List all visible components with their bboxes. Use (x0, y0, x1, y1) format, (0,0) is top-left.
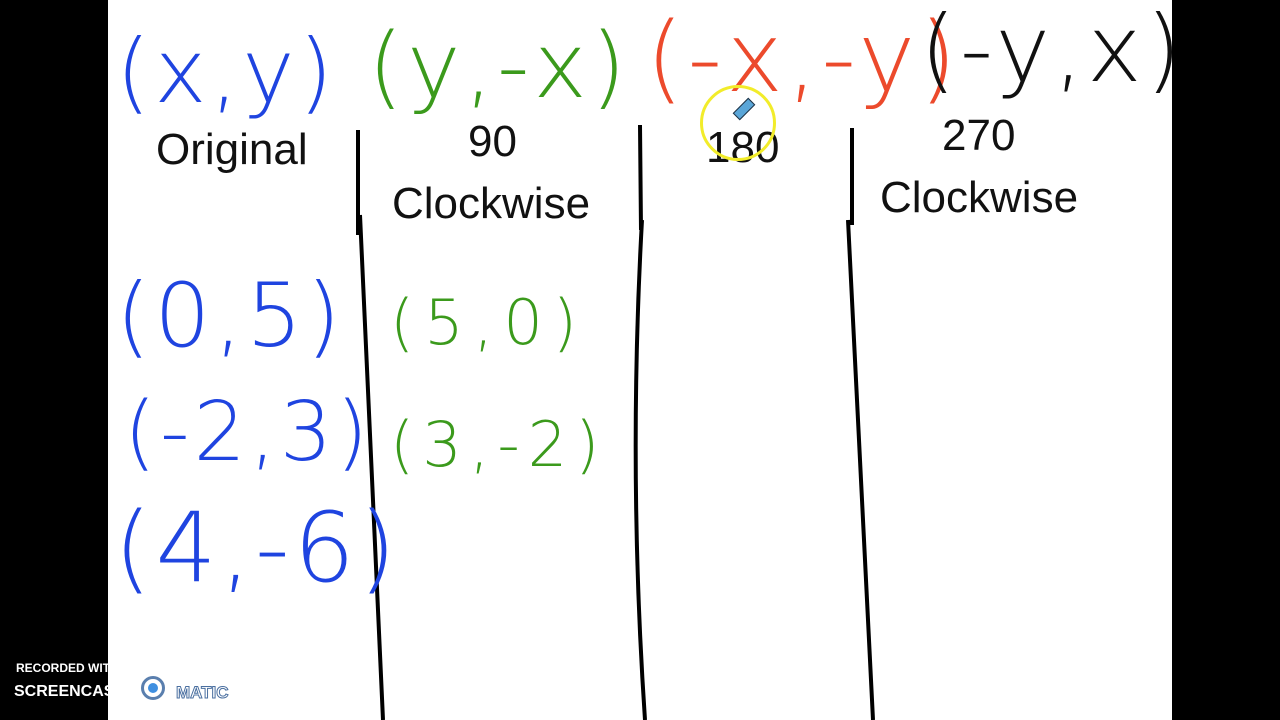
rotated-90-point-2: (3,-2) (390, 408, 608, 481)
whiteboard-canvas[interactable]: (x,y) Original (y,-x) 90 Clockwise (-x,-… (108, 0, 1182, 720)
divider-line-2 (633, 124, 647, 720)
divider-line-3 (846, 128, 875, 720)
label-original: Original (156, 125, 308, 174)
rotated-90-point-1: (5,0) (390, 286, 587, 359)
original-point-3: (4,-6) (114, 492, 401, 604)
label-90-clockwise: Clockwise (392, 179, 591, 228)
watermark-brand-left: SCREENCAST (14, 683, 125, 700)
watermark-brand-right: MATIC (176, 683, 230, 703)
label-270: 270 (942, 111, 1016, 160)
label-90: 90 (468, 117, 517, 166)
divider-line-1 (356, 130, 385, 720)
formula-original: (x,y) (116, 20, 337, 123)
label-270-clockwise: Clockwise (880, 173, 1079, 222)
column-dividers (356, 124, 875, 720)
watermark-recorded-with: RECORDED WITH (16, 661, 119, 675)
screencast-logo-icon (141, 676, 165, 700)
original-point-2: (-2,3) (124, 385, 372, 480)
screencast-watermark: RECORDED WITH SCREENCAST MATIC (0, 650, 250, 720)
formula-270: (-y,x) (920, 0, 1186, 103)
formula-180: (-x,-y) (646, 2, 961, 114)
cursor-highlight (700, 85, 776, 161)
original-point-1: (0,5) (116, 264, 345, 367)
formula-90: (y,-x) (368, 14, 630, 119)
